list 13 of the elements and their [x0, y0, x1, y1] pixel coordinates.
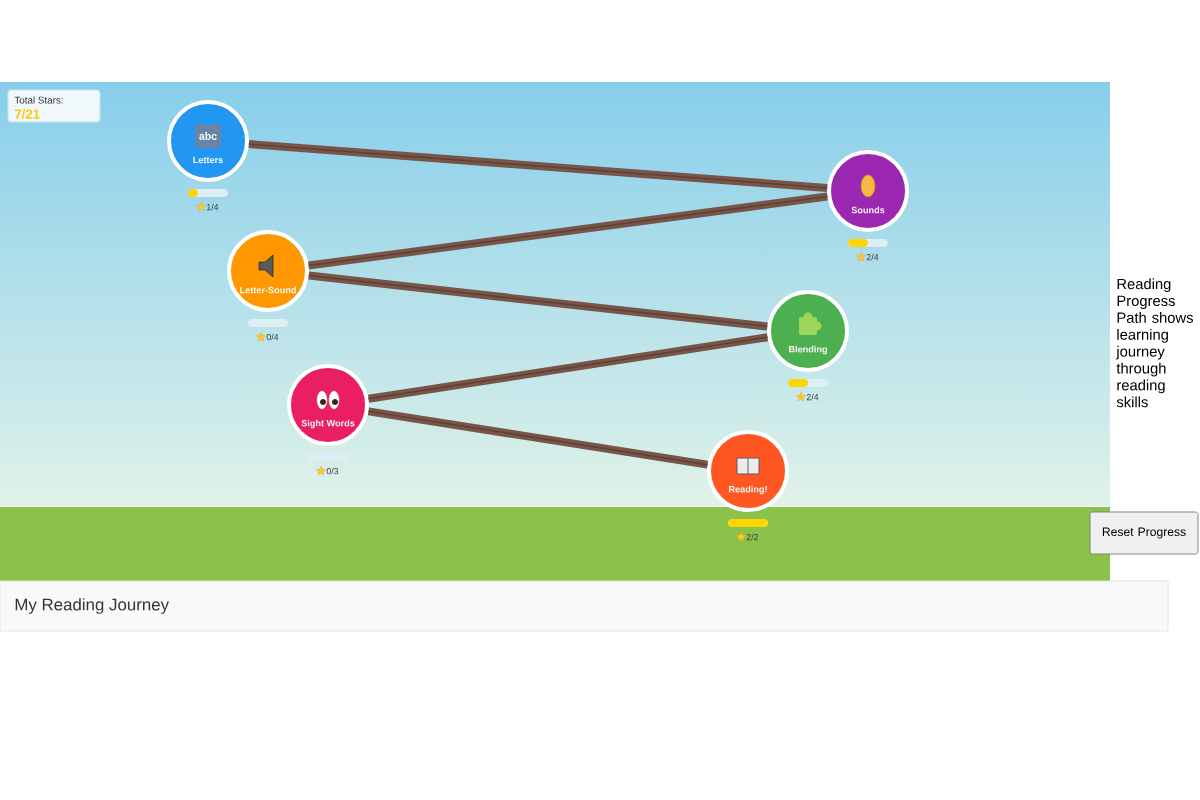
star-count: 2/4: [866, 253, 879, 261]
total-stars-box: Total Stars: 7/21: [7, 89, 101, 123]
star-count: 0/3: [326, 467, 339, 475]
description-text: Reading Progress Path shows learning journey through reading skills: [1116, 278, 1193, 408]
star-count: 1/4: [207, 203, 219, 211]
track-path: [307, 192, 829, 270]
track-path: [367, 407, 709, 469]
star-count: 0/4: [266, 333, 279, 341]
title-bar: My Reading Journey: [0, 580, 1169, 632]
track-path: [367, 333, 769, 403]
star-count: 2/2: [746, 533, 759, 541]
reset-button: Reset Progress: [1089, 511, 1199, 555]
star-count: 2/4: [806, 393, 819, 401]
